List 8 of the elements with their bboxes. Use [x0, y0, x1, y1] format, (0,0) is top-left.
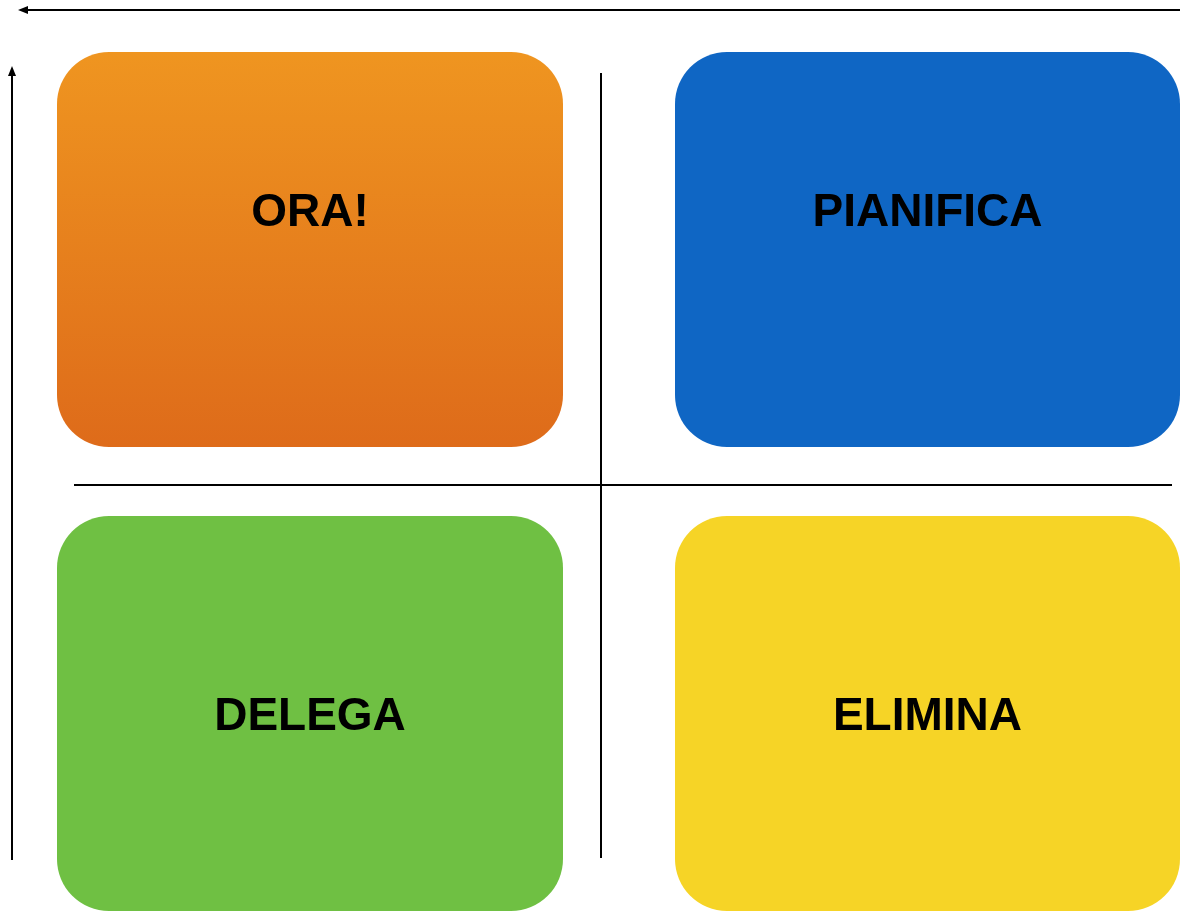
quadrant-box [57, 52, 563, 447]
quadrant-box [675, 52, 1180, 447]
quadrant-box [675, 516, 1180, 911]
quadrant-label: ORA! [251, 182, 369, 237]
quadrant-label: DELEGA [214, 686, 406, 741]
quadrant-label: PIANIFICA [812, 182, 1043, 237]
quadrant-box [57, 516, 563, 911]
quadrant-label: ELIMINA [832, 686, 1023, 741]
